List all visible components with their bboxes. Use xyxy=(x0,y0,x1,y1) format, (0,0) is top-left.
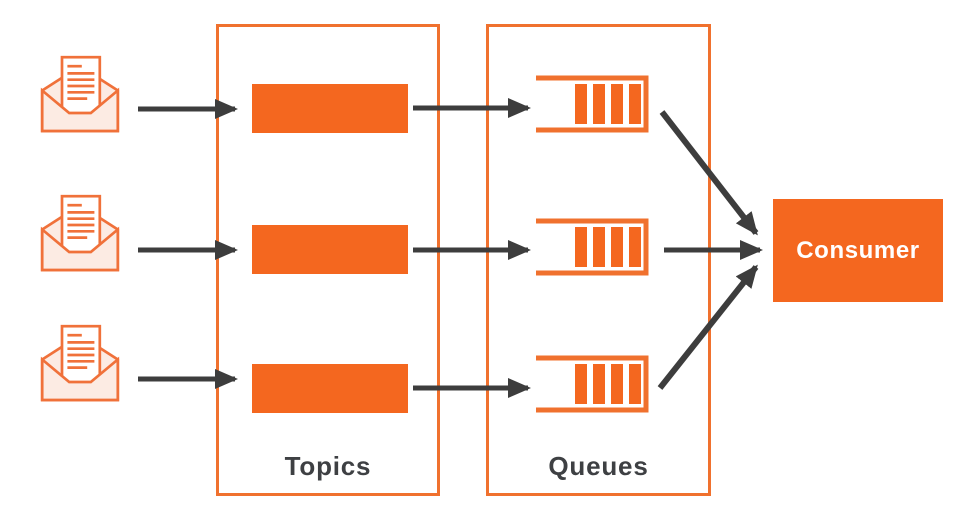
topic-bar xyxy=(252,225,408,274)
topics-group-box xyxy=(216,24,440,496)
queues-group-box xyxy=(486,24,711,496)
envelope-icon xyxy=(35,189,125,279)
consumer-label: Consumer xyxy=(796,236,920,264)
envelope-icon xyxy=(35,50,125,140)
topic-bar xyxy=(252,364,408,413)
topics-group-label: Topics xyxy=(284,451,372,481)
queue-icon xyxy=(533,354,651,414)
topic-bar xyxy=(252,84,408,133)
envelope-icon xyxy=(35,319,125,409)
consumer-box: Consumer xyxy=(773,199,943,302)
queue-icon xyxy=(533,74,651,134)
queues-group-label: Queues xyxy=(548,451,649,481)
queue-icon xyxy=(533,217,651,277)
